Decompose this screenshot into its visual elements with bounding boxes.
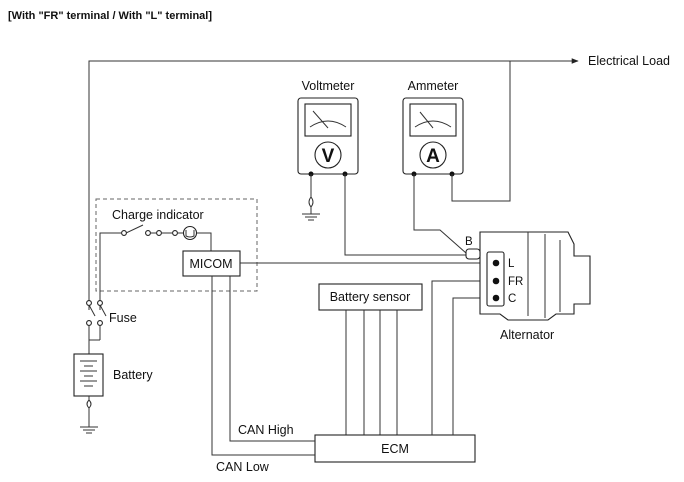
ecm-to-c-wire — [452, 297, 494, 435]
voltmeter: V — [297, 97, 359, 177]
electrical-load-label: Electrical Load — [588, 54, 670, 68]
ammeter-label: Ammeter — [408, 79, 459, 93]
terminal-b-label: B — [465, 236, 473, 248]
battery-ground-icon — [80, 426, 98, 434]
electrical-load-wire — [88, 58, 579, 310]
charge-indicator-circuit — [99, 230, 127, 310]
battery — [73, 353, 104, 427]
battery-label: Battery — [113, 368, 153, 382]
ammeter-symbol: A — [426, 146, 440, 167]
micom-label: MICOM — [189, 257, 232, 271]
ammeter-to-b-wire — [413, 174, 467, 254]
battery-sensor-wires — [345, 310, 398, 435]
voltmeter-to-b-wire — [344, 174, 466, 256]
can-high-label: CAN High — [238, 423, 294, 437]
voltmeter-symbol: V — [322, 146, 335, 167]
lamp-to-micom-wire — [197, 232, 212, 251]
ammeter: A — [402, 97, 464, 177]
can-low-label: CAN Low — [216, 460, 270, 474]
voltmeter-ground-wire — [308, 174, 314, 214]
ecm-label: ECM — [381, 442, 409, 456]
fuse-label: Fuse — [109, 311, 137, 325]
charge-indicator-label: Charge indicator — [112, 208, 204, 222]
ecm-to-fr-wire — [431, 280, 494, 435]
lamp-icon — [182, 225, 198, 241]
terminal-fr-label: FR — [508, 276, 523, 288]
voltmeter-label: Voltmeter — [302, 79, 355, 93]
can-low-wire — [211, 276, 315, 456]
can-high-wire — [229, 276, 315, 442]
terminal-c-label: C — [508, 293, 516, 305]
fuse — [86, 300, 107, 354]
ecm-box — [314, 434, 476, 463]
switch-icon — [125, 224, 183, 236]
alternator — [465, 231, 591, 321]
battery-sensor-box — [318, 283, 423, 311]
ammeter-to-load-wire — [451, 61, 511, 202]
diagram-title: [With "FR" terminal / With "L" terminal] — [8, 10, 212, 22]
battery-sensor-label: Battery sensor — [330, 290, 411, 304]
alternator-label: Alternator — [500, 328, 554, 342]
instrument-cluster-outline — [95, 198, 258, 292]
terminal-l-label: L — [508, 258, 515, 270]
ground-icon — [302, 213, 320, 221]
